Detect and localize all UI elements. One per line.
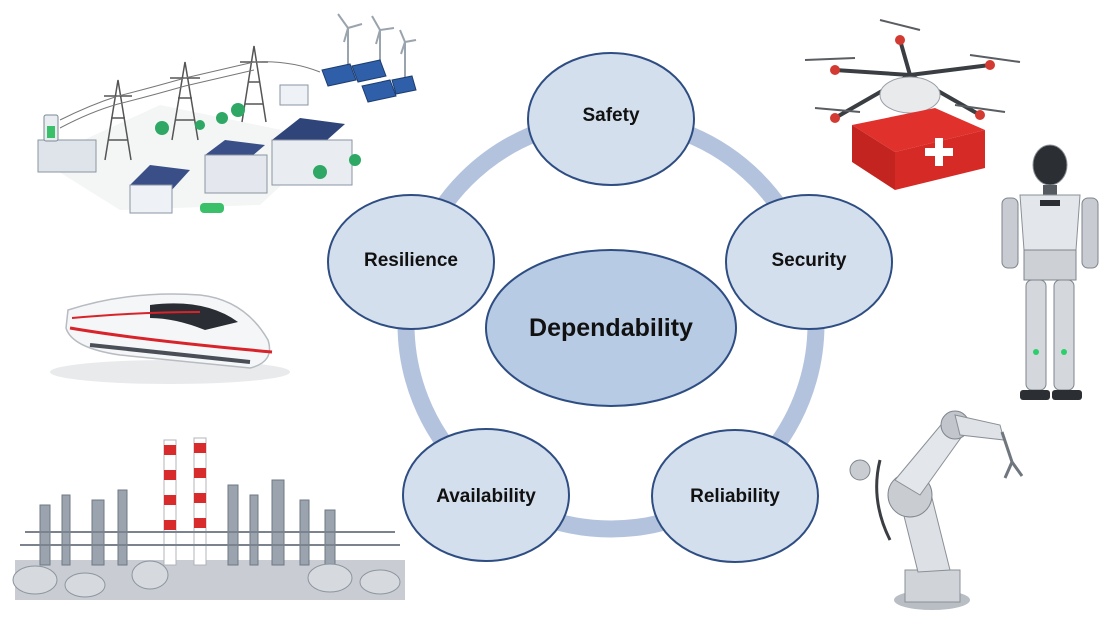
refinery-icon [12,437,405,600]
node-safety: Safety [527,52,695,186]
node-safety-label: Safety [582,105,639,126]
medical-drone-icon [804,19,1021,190]
node-security-label: Security [772,250,847,271]
node-availability: Availability [402,428,570,562]
center-label: Dependability [529,314,693,342]
node-resilience-label: Resilience [364,250,458,271]
node-reliability: Reliability [651,429,819,563]
dependability-cycle: Dependability Safety Security Reliabilit… [327,52,893,563]
node-availability-label: Availability [436,486,536,507]
node-resilience: Resilience [327,194,495,330]
node-security: Security [725,194,893,330]
high-speed-train-icon [50,293,290,384]
center-node: Dependability [485,249,737,407]
industrial-robot-arm-icon [849,410,1024,610]
humanoid-robot-icon [1001,144,1099,400]
power-grid-icon [37,13,417,214]
node-reliability-label: Reliability [690,486,780,507]
